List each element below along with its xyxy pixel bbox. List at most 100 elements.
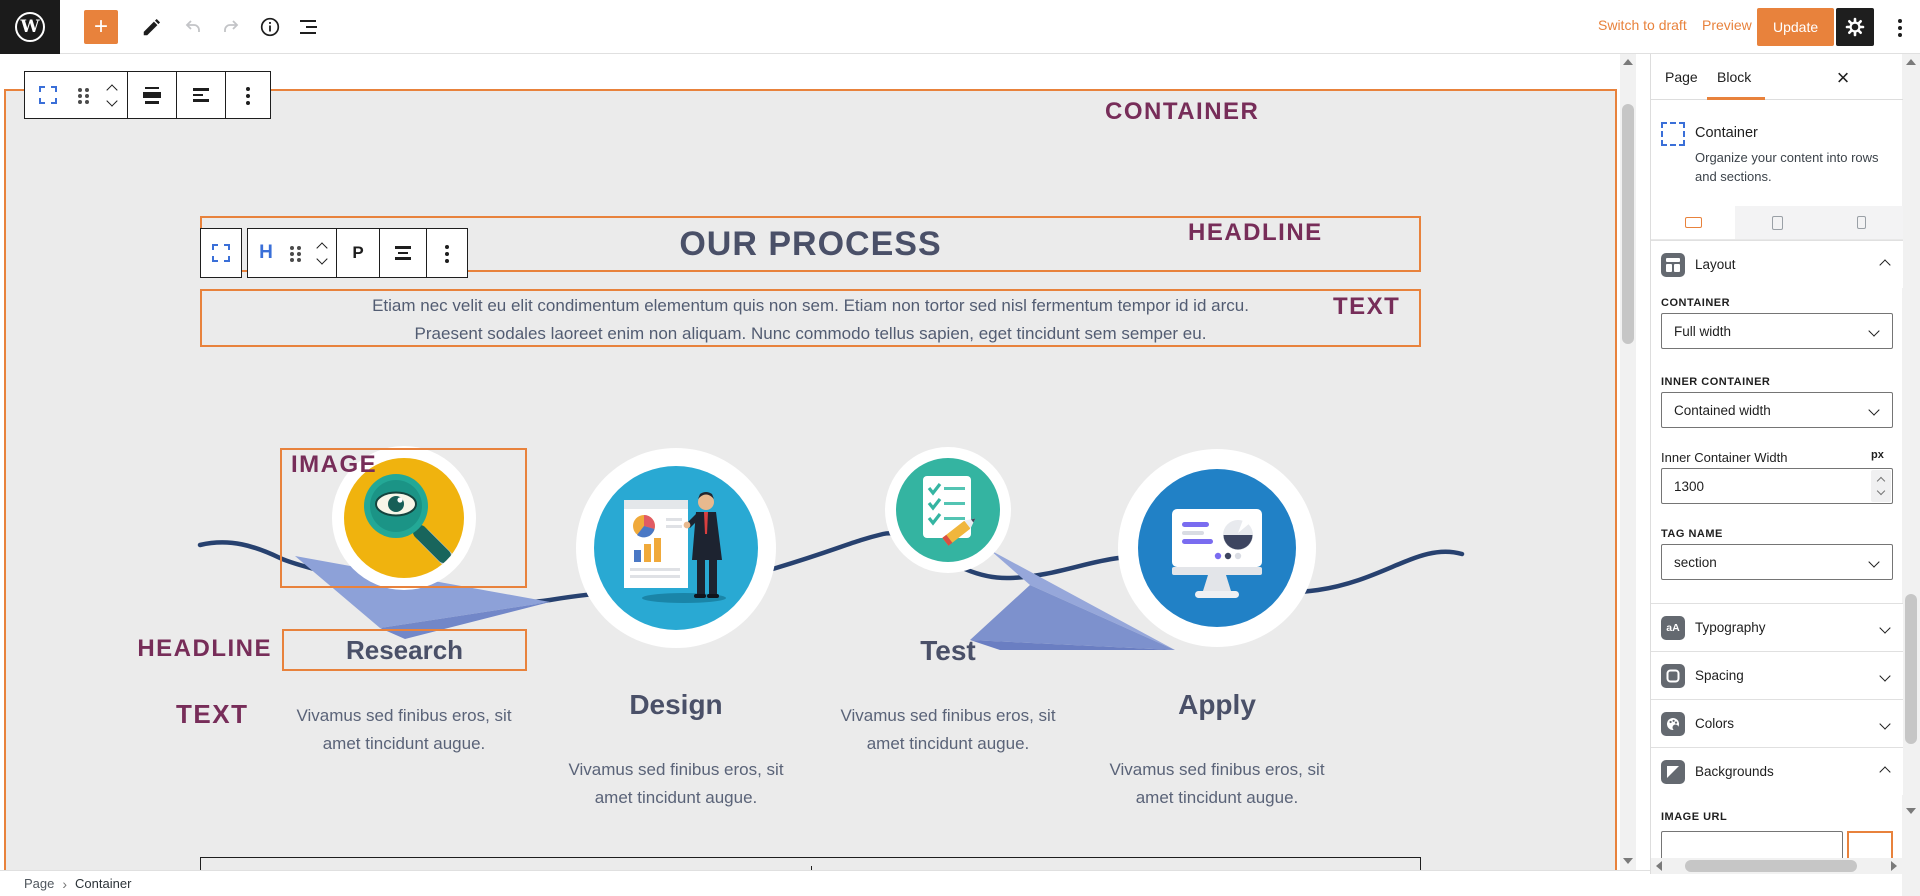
image-url-browse-button[interactable]: [1847, 831, 1893, 861]
canvas-scrollbar-thumb[interactable]: [1622, 104, 1634, 344]
align-center-icon: [395, 246, 411, 260]
panel-typography[interactable]: aA Typography: [1651, 603, 1903, 651]
container-block[interactable]: [4, 89, 1617, 870]
tablet-icon: [1771, 215, 1783, 230]
chevron-down-icon: [1868, 556, 1880, 568]
block-mover[interactable]: [308, 229, 336, 277]
settings-toggle-button[interactable]: [1836, 8, 1874, 46]
tag-name-select[interactable]: section: [1661, 544, 1893, 580]
column-text-design[interactable]: Vivamus sed finibus eros, sit amet tinci…: [546, 756, 806, 812]
device-tab-desktop[interactable]: [1651, 206, 1735, 239]
text2-design-label: TEXT: [176, 699, 249, 729]
text-align-center-button[interactable]: [380, 229, 426, 277]
column-text-test[interactable]: Vivamus sed finibus eros, sit amet tinci…: [818, 702, 1078, 758]
update-button[interactable]: Update: [1757, 8, 1835, 46]
canvas-scrollbar[interactable]: [1620, 54, 1636, 870]
close-sidebar-button[interactable]: ×: [1836, 65, 1850, 90]
column-title-research[interactable]: Research: [345, 635, 464, 665]
monitor-illustration: [1172, 509, 1262, 598]
tab-block[interactable]: Block: [1717, 69, 1752, 85]
drag-handle[interactable]: [284, 229, 308, 277]
container-block-toolbar: [24, 71, 271, 119]
container-select[interactable]: Full width: [1661, 313, 1893, 349]
headline-block-toolbar: H P: [247, 228, 468, 278]
switch-to-draft-link[interactable]: Switch to draft: [1598, 17, 1687, 33]
breadcrumb: Page › Container: [0, 870, 1650, 896]
panel-spacing[interactable]: Spacing: [1651, 651, 1903, 699]
mobile-icon: [1856, 216, 1866, 229]
container-block-icon: [39, 86, 57, 104]
column-title-test[interactable]: Test: [920, 635, 976, 666]
image-block-outline[interactable]: [280, 448, 527, 588]
column-text-research[interactable]: Vivamus sed finibus eros, sit amet tinci…: [274, 702, 534, 758]
column-text-line: amet tincidunt augue.: [594, 788, 758, 807]
block-options-button[interactable]: [427, 229, 467, 277]
panel-layout[interactable]: Layout: [1651, 240, 1903, 288]
details-button[interactable]: [252, 9, 288, 45]
container-block-icon: [1661, 122, 1685, 146]
column-text-apply[interactable]: Vivamus sed finibus eros, sit amet tinci…: [1087, 756, 1347, 812]
image-url-label: IMAGE URL: [1661, 811, 1728, 823]
column-title-apply[interactable]: Apply: [1178, 689, 1256, 720]
active-tab-underline: [1707, 97, 1765, 100]
column-title-design[interactable]: Design: [629, 689, 723, 720]
text-block-outline[interactable]: [200, 289, 1421, 347]
text-align-button[interactable]: [177, 72, 225, 118]
apply-image[interactable]: [1118, 449, 1316, 647]
chevron-down-icon: [1879, 669, 1891, 682]
undo-button[interactable]: [174, 9, 210, 45]
scroll-right-arrow[interactable]: [1891, 861, 1897, 871]
scroll-up-arrow[interactable]: [1906, 59, 1916, 65]
paragraph-convert-button[interactable]: P: [337, 229, 379, 277]
design-image[interactable]: [576, 448, 776, 648]
image-url-input[interactable]: [1661, 831, 1843, 861]
tab-page[interactable]: Page: [1665, 69, 1698, 85]
section-paragraph[interactable]: Etiam nec velit eu elit condimentum elem…: [200, 292, 1421, 348]
sidebar-horizontal-scrollbar[interactable]: [1651, 858, 1903, 874]
test-image[interactable]: [885, 447, 1011, 573]
breadcrumb-page[interactable]: Page: [24, 876, 55, 891]
section-heading[interactable]: OUR PROCESS: [679, 224, 942, 263]
breadcrumb-container[interactable]: Container: [75, 876, 132, 891]
sidebar-hscrollbar-thumb[interactable]: [1685, 860, 1857, 872]
scroll-down-arrow[interactable]: [1906, 808, 1916, 814]
tools-button[interactable]: [134, 9, 170, 45]
breadcrumb-separator-icon: ›: [62, 875, 68, 892]
research-image[interactable]: [332, 446, 476, 590]
wordpress-logo-icon: W: [15, 12, 45, 42]
device-tab-tablet[interactable]: [1735, 206, 1819, 239]
wordpress-logo-button[interactable]: W: [0, 0, 60, 54]
number-spinner[interactable]: [1871, 470, 1891, 502]
headline-design-label: HEADLINE: [1188, 219, 1323, 246]
headline-block-type-button[interactable]: H: [248, 229, 284, 277]
drag-handle[interactable]: [71, 72, 97, 118]
window-scrollbar[interactable]: [1902, 54, 1920, 896]
layout-icon: [1661, 252, 1685, 277]
preview-link[interactable]: Preview: [1702, 17, 1752, 33]
scroll-up-arrow[interactable]: [1623, 59, 1633, 65]
align-button[interactable]: [128, 72, 176, 118]
container-block-type-button[interactable]: [25, 72, 71, 118]
spinner-down-icon: [1876, 486, 1886, 496]
empty-paragraph-block[interactable]: [200, 857, 1421, 870]
block-mover[interactable]: [97, 72, 127, 118]
select-parent-button[interactable]: [200, 228, 242, 278]
research-headline-outline[interactable]: [282, 629, 527, 671]
panel-colors[interactable]: Colors: [1651, 699, 1903, 747]
panel-backgrounds[interactable]: Backgrounds: [1651, 747, 1903, 795]
device-tab-mobile[interactable]: [1819, 206, 1903, 239]
block-options-button[interactable]: [226, 72, 270, 118]
scroll-left-arrow[interactable]: [1656, 861, 1662, 871]
image-design-label: IMAGE: [291, 451, 378, 478]
list-view-button[interactable]: [290, 9, 326, 45]
options-menu-button[interactable]: [1882, 9, 1918, 45]
info-icon: [260, 17, 280, 37]
checklist-illustration: [923, 476, 976, 546]
window-scrollbar-thumb[interactable]: [1905, 594, 1917, 744]
inner-width-input[interactable]: [1661, 468, 1893, 504]
scroll-down-arrow[interactable]: [1623, 858, 1633, 864]
inner-container-select[interactable]: Contained width: [1661, 392, 1893, 428]
redo-button[interactable]: [214, 9, 250, 45]
chevron-up-icon: [1879, 258, 1891, 271]
block-inserter-button[interactable]: +: [84, 10, 118, 44]
